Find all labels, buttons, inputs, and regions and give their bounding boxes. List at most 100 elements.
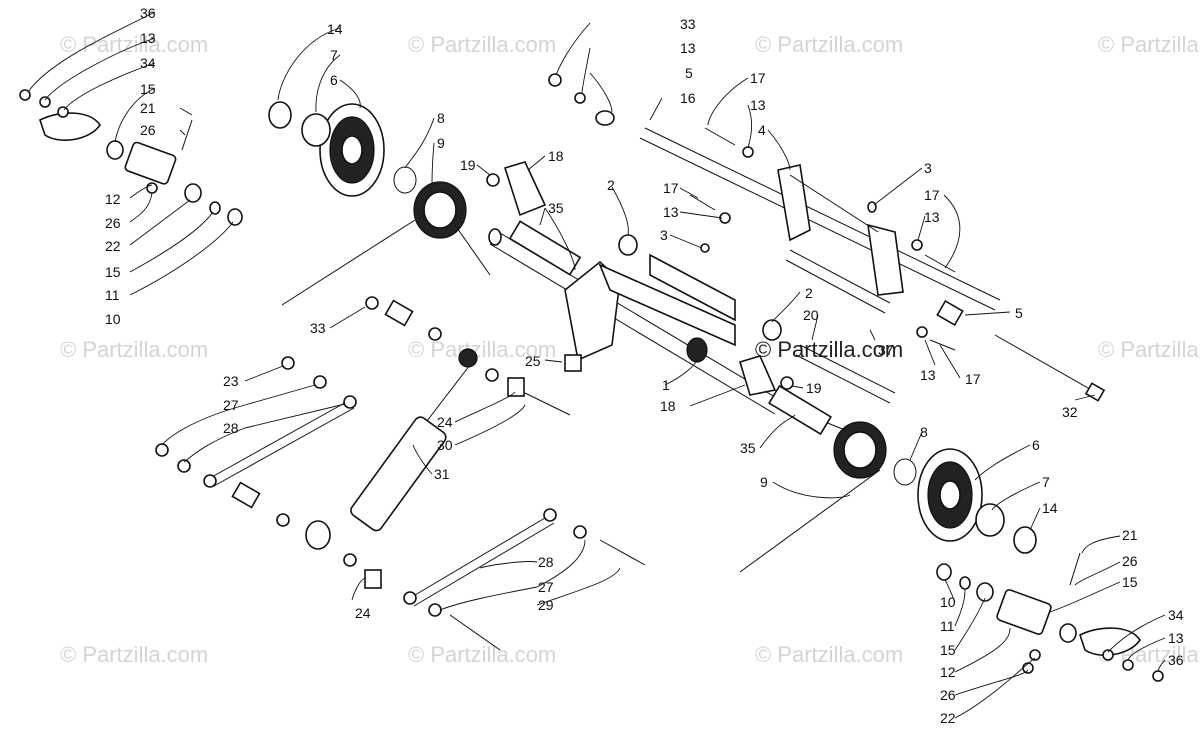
callout-label: 13 — [1168, 630, 1184, 646]
callout-label: 28 — [223, 420, 239, 436]
callout-label: 15 — [140, 81, 156, 97]
bolt-32 — [994, 334, 1106, 402]
callout-label: 23 — [223, 373, 239, 389]
watermark-dark: © Partzilla.com — [755, 337, 903, 362]
callout-label: 24 — [437, 414, 453, 430]
callout-label: 11 — [940, 618, 955, 634]
callout-label: 3 — [924, 160, 932, 176]
callout-label: 1 — [662, 377, 670, 393]
callout-label: 31 — [434, 466, 450, 482]
watermarks: © Partzilla.com © Partzilla.com © Partzi… — [60, 32, 1200, 667]
callout-label: 17 — [663, 180, 679, 196]
callout-label: 28 — [538, 554, 554, 570]
callout-label: 18 — [660, 398, 676, 414]
callout-label: 35 — [548, 200, 564, 216]
callout-label: 33 — [310, 320, 326, 336]
callout-label: 22 — [940, 710, 956, 726]
callout-label: 21 — [140, 100, 156, 116]
shock-31 — [305, 348, 478, 550]
callout-label: 7 — [330, 47, 338, 63]
cross-shaft-1 — [488, 220, 832, 436]
wheel-6-left — [268, 101, 417, 197]
watermark: © Partzilla.com — [1098, 32, 1200, 57]
callout-label: 36 — [1168, 652, 1184, 668]
spring-9-right — [739, 419, 917, 573]
front-arm-frame — [564, 253, 736, 362]
rear-shaft-16 — [595, 110, 1001, 311]
callout-label: 10 — [105, 311, 121, 327]
callout-label: 11 — [105, 287, 120, 303]
callout-label: 14 — [1042, 500, 1058, 516]
watermark: © Partzilla.com — [408, 642, 556, 667]
callout-label: 26 — [105, 215, 121, 231]
callout-label: 9 — [760, 474, 768, 490]
callout-label: 19 — [806, 380, 822, 396]
callout-label: 22 — [105, 238, 121, 254]
callout-label: 2 — [805, 285, 813, 301]
callout-label: 33 — [680, 16, 696, 32]
callout-label: 26 — [940, 687, 956, 703]
callout-label: 5 — [685, 65, 693, 81]
callout-label: 10 — [940, 594, 956, 610]
callout-label: 15 — [105, 264, 121, 280]
axle-end-left — [19, 89, 243, 226]
callout-label: 13 — [750, 97, 766, 113]
callout-label: 2 — [607, 177, 615, 193]
watermark: © Partzilla.com — [755, 642, 903, 667]
spring-9-left — [281, 181, 491, 306]
callout-label: 34 — [140, 55, 156, 71]
callout-label: 15 — [940, 642, 956, 658]
callout-label: 36 — [140, 5, 156, 21]
callout-label: 26 — [1122, 553, 1138, 569]
callout-label: 29 — [538, 597, 554, 613]
callout-label: 37 — [878, 342, 894, 358]
callout-label: 12 — [105, 191, 121, 207]
callout-label: 20 — [803, 307, 819, 323]
callout-label: 27 — [223, 397, 239, 413]
plate-18-right — [739, 355, 777, 396]
callout-label: 13 — [924, 209, 940, 225]
callout-label: 8 — [437, 110, 445, 126]
callout-label: 17 — [924, 187, 940, 203]
link-28-upper — [209, 399, 355, 487]
callout-label: 26 — [140, 122, 156, 138]
watermark: © Partzilla.com — [60, 642, 208, 667]
callout-label: 13 — [663, 204, 679, 220]
callout-label: 6 — [1032, 437, 1040, 453]
leader-lines — [27, 11, 1166, 719]
callout-label: 25 — [525, 353, 541, 369]
watermark: © Partzilla.com — [60, 337, 208, 362]
hardware-small — [155, 296, 646, 651]
plate-18-left — [503, 161, 547, 217]
callout-label: 27 — [538, 579, 554, 595]
callout-label: 13 — [140, 30, 156, 46]
parts-drawing — [19, 11, 1166, 719]
callout-label: 6 — [330, 72, 338, 88]
wheel-6-right — [917, 448, 1037, 554]
callout-label: 13 — [920, 367, 936, 383]
callout-label: 5 — [1015, 305, 1023, 321]
callout-label: 18 — [548, 148, 564, 164]
callout-label: 4 — [758, 122, 766, 138]
callout-label: 3 — [660, 227, 668, 243]
link-28-lower — [409, 514, 555, 607]
watermark: © Partzilla.com — [1098, 337, 1200, 362]
watermark: © Partzilla.com — [755, 32, 903, 57]
callout-label: 35 — [740, 440, 756, 456]
callout-label: 17 — [750, 70, 766, 86]
callout-label: 14 — [327, 21, 343, 37]
callout-label: 7 — [1042, 474, 1050, 490]
callout-label: 24 — [355, 605, 371, 621]
callout-label: 30 — [437, 437, 453, 453]
watermark: © Partzilla.com — [408, 32, 556, 57]
bracket-4 — [777, 164, 904, 296]
callout-label: 15 — [1122, 574, 1138, 590]
axle-end-right — [936, 552, 1164, 682]
callout-label: 17 — [965, 371, 981, 387]
callout-label: 32 — [1062, 404, 1078, 420]
hardware-right — [486, 73, 964, 390]
callout-label: 13 — [680, 40, 696, 56]
watermark: © Partzilla.com — [408, 337, 556, 362]
callout-label: 19 — [460, 157, 476, 173]
